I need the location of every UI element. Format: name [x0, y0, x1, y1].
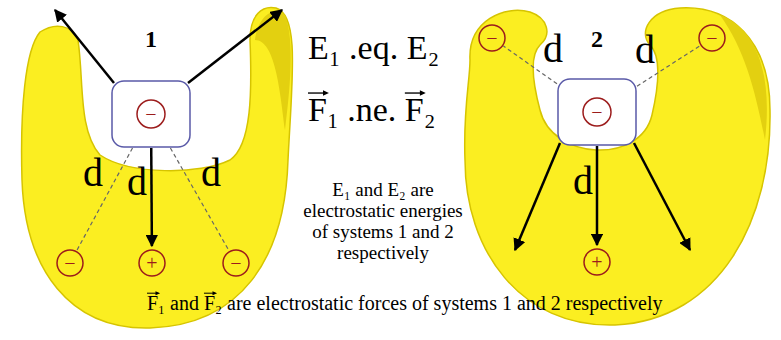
charge-circle: +	[138, 249, 166, 277]
distance-label: d	[635, 30, 655, 70]
force-arrow	[515, 143, 560, 250]
charge-sign: −	[230, 253, 241, 273]
charge-circle: −	[56, 249, 84, 277]
body-fold	[255, 11, 291, 130]
central-charge-box: −	[111, 80, 191, 148]
charge-sign: −	[706, 28, 717, 48]
force-arrow	[188, 10, 282, 83]
charge-sign: −	[591, 102, 602, 122]
distance-label: d	[201, 153, 221, 193]
distance-label: d	[573, 161, 593, 201]
charge-ring	[137, 100, 165, 128]
charge-circle: +	[583, 248, 611, 276]
charge-ring	[699, 25, 725, 51]
force-arrow	[596, 146, 599, 245]
charge-sign: −	[486, 28, 497, 48]
force-arrow	[634, 143, 690, 250]
force-arrow	[55, 10, 114, 83]
force-arrow	[150, 148, 153, 246]
charge-sign: −	[64, 253, 75, 273]
charge-ring	[223, 250, 249, 276]
energy-relation: E₁ .eq. E₂	[308, 28, 439, 67]
body-fold	[720, 15, 767, 140]
charge-circle: −	[478, 24, 506, 52]
system-number: 2	[591, 26, 603, 54]
charge-ring	[139, 250, 165, 276]
caption: F₁ and F₂ are electrostatic forces of sy…	[147, 292, 662, 315]
distance-line	[77, 148, 133, 251]
charge-circle: −	[698, 24, 726, 52]
central-charge-box: −	[557, 78, 637, 146]
charge-ring	[479, 25, 505, 51]
charge-ring	[57, 250, 83, 276]
charge-sign: −	[145, 104, 156, 124]
force-relation: F₁ .ne. F₂	[308, 90, 436, 129]
distance-label: d	[83, 153, 103, 193]
box-outline	[558, 79, 636, 145]
charge-ring	[584, 249, 610, 275]
charge-circle: −	[222, 249, 250, 277]
charge-ring	[583, 98, 611, 126]
charge-sign: +	[591, 252, 602, 272]
system-body	[22, 7, 293, 328]
system-body	[465, 8, 770, 325]
explanatory-note: E₁ and E₂ are electrostatic energies of …	[293, 180, 473, 264]
distance-label: d	[543, 29, 563, 69]
distance-label: d	[127, 162, 147, 202]
system-number: 1	[145, 26, 157, 54]
charge-sign: +	[146, 253, 157, 273]
distance-line	[170, 148, 229, 251]
box-outline	[112, 81, 190, 147]
